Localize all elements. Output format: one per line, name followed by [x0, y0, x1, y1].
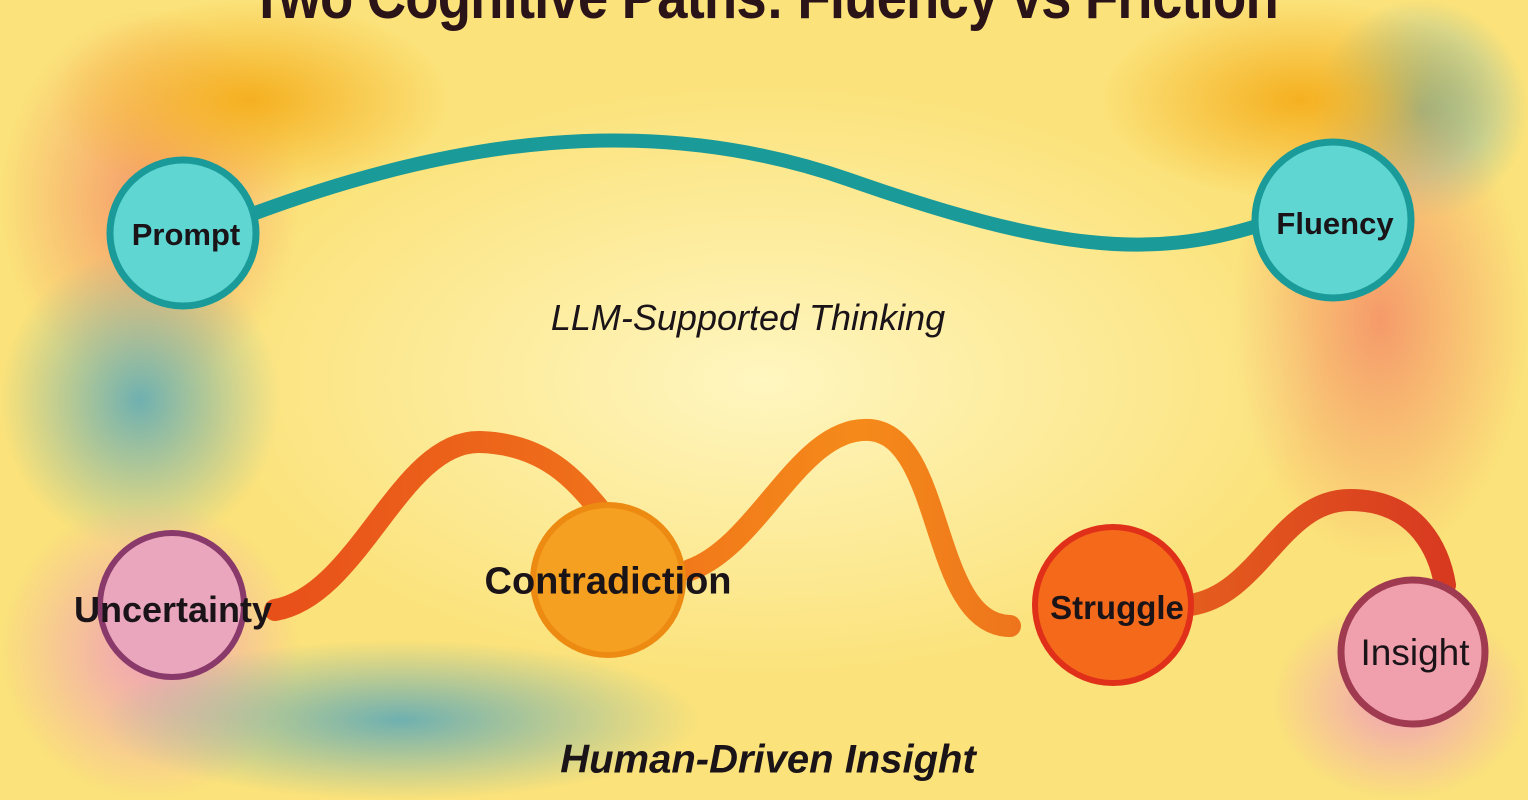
node-prompt — [106, 156, 260, 310]
fluency-path-line — [243, 133, 1267, 252]
node-uncertainty — [97, 530, 247, 680]
node-label-insight: Insight — [1360, 632, 1470, 673]
caption-human-driven: Human-Driven Insight — [560, 737, 976, 782]
caption-llm-supported: LLM-Supported Thinking — [550, 297, 946, 338]
node-fluency — [1251, 138, 1415, 302]
node-label-uncertainty: Uncertainty — [73, 589, 273, 630]
node-insight — [1337, 576, 1489, 728]
node-label-struggle: Struggle — [1050, 589, 1184, 626]
node-label-prompt: Prompt — [131, 217, 241, 252]
friction-path-line — [264, 418, 1456, 637]
node-struggle — [1032, 524, 1194, 686]
node-label-contradiction: Contradiction — [484, 560, 732, 603]
diagram-title: Two Cognitive Paths: Fluency vs Friction — [92, 0, 1437, 33]
node-label-fluency: Fluency — [1276, 206, 1394, 241]
node-contradiction — [530, 502, 686, 658]
